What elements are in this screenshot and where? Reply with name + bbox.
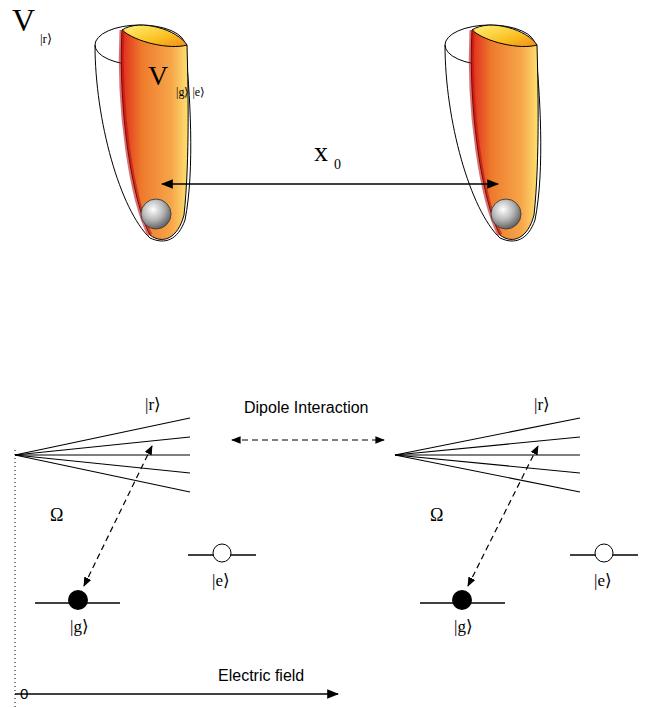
- state-label: |g⟩: [70, 618, 89, 635]
- dipole-arrow: [232, 439, 384, 440]
- state-label: |e⟩: [212, 572, 230, 589]
- trap-potential: [95, 25, 191, 241]
- atom-empty: [595, 544, 613, 562]
- state-label: |r⟩: [145, 396, 161, 413]
- rydberg-fan: [15, 418, 580, 492]
- atom-ground: [452, 590, 472, 610]
- laser-coupling: [84, 446, 152, 586]
- axis-origin: 0: [20, 686, 28, 701]
- zero-field-line: [15, 450, 16, 708]
- potential-subscript: |g⟩ |e⟩: [176, 86, 205, 98]
- state-label: |g⟩: [454, 618, 473, 635]
- distance-subscript: 0: [334, 158, 341, 172]
- rabi-label: Ω: [50, 506, 63, 524]
- rabi-label: Ω: [430, 506, 443, 524]
- state-label: |e⟩: [594, 572, 612, 589]
- potential-symbol: V: [12, 4, 35, 36]
- laser-coupling: [468, 446, 538, 586]
- potential-symbol: V: [148, 62, 168, 90]
- atom-ground: [68, 590, 88, 610]
- distance-symbol: x: [314, 138, 328, 166]
- atom-empty: [213, 544, 231, 562]
- trap-potential: [445, 25, 541, 241]
- axis-label: Electric field: [218, 668, 304, 684]
- field-axis: [15, 693, 338, 695]
- interaction-label: Dipole Interaction: [244, 400, 369, 416]
- state-label: |r⟩: [534, 396, 550, 413]
- energy-level: [35, 555, 638, 603]
- potential-subscript: |r⟩: [40, 32, 52, 45]
- distance-arrow: [162, 183, 498, 185]
